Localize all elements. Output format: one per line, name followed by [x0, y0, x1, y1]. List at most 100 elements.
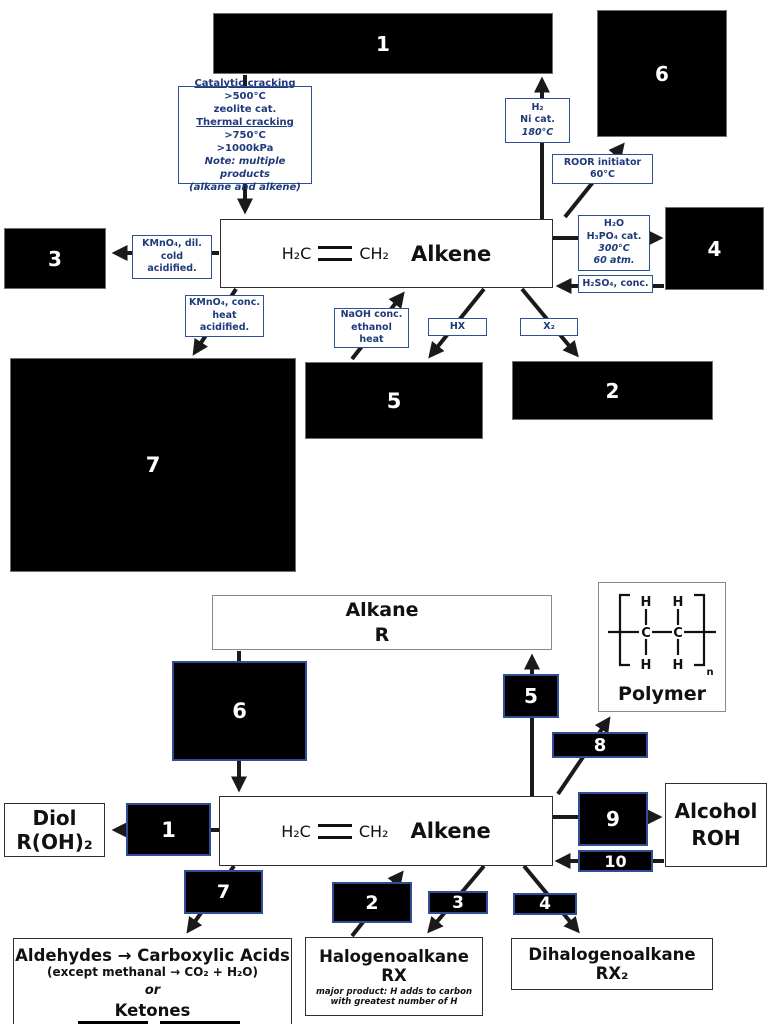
- answer-box-3-top: 3: [4, 228, 106, 289]
- answer-box-7-bottom-number: 7: [216, 881, 231, 903]
- temp-60-text: 60°C: [590, 169, 615, 180]
- ethanol-text: ethanol: [351, 321, 392, 333]
- answer-box-10-bottom: 10: [578, 850, 653, 872]
- answer-box-2-top-number: 2: [605, 378, 620, 403]
- x2-text: X₂: [543, 320, 555, 332]
- note-text-2: (alkane and alkene): [189, 181, 301, 193]
- answer-box-5-bottom: 5: [503, 674, 559, 718]
- answer-box-1-top: 1: [213, 13, 553, 74]
- aldehydes-line2: (except methanal → CO₂ + H₂O): [47, 965, 258, 979]
- h3po4-text: H₃PO₄ cat.: [586, 230, 642, 242]
- major-product-note-1: major product: H adds to carbon: [315, 986, 472, 997]
- answer-box-3-bottom: 3: [428, 891, 488, 914]
- answer-box-7-top: 7: [10, 358, 296, 572]
- answer-box-4-top: 4: [665, 207, 764, 290]
- answer-box-7-bottom: 7: [184, 870, 263, 914]
- catalytic-temp-text: >500°C: [224, 90, 266, 102]
- or-text: or: [144, 983, 161, 998]
- polymer-h-atom: H: [641, 595, 652, 610]
- answer-box-9-bottom-number: 9: [606, 807, 620, 831]
- answer-box-4-bottom: 4: [513, 893, 577, 915]
- diol-title: Diol: [32, 806, 77, 830]
- ch2-text-bottom: CH₂: [358, 821, 389, 841]
- cracking-conditions-label: Catalytic cracking >500°C zeolite cat. T…: [178, 78, 312, 193]
- alkene-title: Alkene: [410, 241, 492, 266]
- roor-initiator-label: ROOR initiator 60°C: [552, 154, 653, 184]
- thermal-cracking-text: Thermal cracking: [196, 116, 294, 128]
- acidified-text: acidified.: [147, 263, 197, 275]
- ch2-text: CH₂: [359, 244, 389, 263]
- alcohol-node: Alcohol ROH: [665, 783, 767, 867]
- alkane-r-text: R: [374, 623, 390, 646]
- alcohol-title: Alcohol: [674, 799, 758, 823]
- x2-label: X₂: [520, 318, 578, 336]
- hx-text: HX: [449, 320, 466, 332]
- answer-box-1-bottom: 1: [126, 803, 211, 856]
- answer-box-4-top-number: 4: [707, 236, 722, 261]
- clipped-answer-box-right: [160, 1021, 240, 1024]
- answer-box-1-top-number: 1: [376, 31, 390, 56]
- answer-box-2-top: 2: [512, 361, 713, 420]
- double-bond-icon: [318, 246, 353, 261]
- kmno4-conc-label: KMnO₄, conc. heat acidified.: [185, 295, 264, 337]
- ethene-formula-bottom: H₂C CH₂ Alkene: [281, 819, 491, 843]
- double-bond-icon-bottom: [317, 823, 352, 839]
- h2o-text: H₂O: [603, 218, 625, 230]
- clipped-answer-box-left: [78, 1021, 148, 1024]
- answer-box-5-top-number: 5: [386, 388, 402, 413]
- heat-text-2: heat: [359, 334, 384, 346]
- dihalogenoalkane-title: Dihalogenoalkane: [528, 945, 696, 964]
- pressure-text: >1000kPa: [216, 142, 274, 154]
- temp-300-text: 300°C: [598, 243, 630, 254]
- halogenoalkane-formula: RX: [381, 965, 407, 985]
- zeolite-cat-text: zeolite cat.: [213, 103, 277, 115]
- answer-box-8-bottom: 8: [552, 732, 648, 758]
- answer-box-5-top: 5: [305, 362, 483, 439]
- ketones-text: Ketones: [114, 1001, 191, 1020]
- alcohol-formula: ROH: [691, 826, 741, 850]
- answer-box-6-bottom: 6: [172, 661, 307, 761]
- note-text: Note: multiple products: [204, 155, 286, 180]
- h2c-text-bottom: H₂C: [281, 821, 311, 841]
- temp-180-text: 180°C: [521, 126, 554, 138]
- polymer-h-atom: H: [641, 658, 652, 673]
- polymer-c-atom: C: [641, 626, 651, 641]
- dihalogenoalkane-formula: RX₂: [595, 964, 629, 983]
- roor-text: ROOR initiator: [563, 156, 642, 168]
- naoh-text: NaOH conc.: [340, 309, 403, 321]
- hx-label: HX: [428, 318, 487, 336]
- aldehydes-ketones-node: Aldehydes → Carboxylic Acids (except met…: [13, 938, 292, 1024]
- polymer-c-atom: C: [673, 626, 683, 641]
- h2so4-text: H₂SO₄, conc.: [582, 277, 649, 289]
- diol-formula: R(OH)₂: [16, 830, 93, 854]
- polymer-h-atom: H: [673, 595, 684, 610]
- major-product-note-2: with greatest number of H: [330, 996, 458, 1007]
- naoh-elimination-label: NaOH conc. ethanol heat: [334, 308, 409, 348]
- polymer-structure-icon: H H C C H H n: [608, 593, 716, 678]
- halogenoalkane-node: Halogenoalkane RX major product: H adds …: [305, 937, 483, 1016]
- alkene-node-top: H₂C CH₂ Alkene: [220, 219, 553, 288]
- alkane-node: Alkane R: [212, 595, 552, 650]
- answer-box-5-bottom-number: 5: [524, 684, 538, 708]
- alkene-title-bottom: Alkene: [410, 819, 491, 843]
- answer-box-2-bottom-number: 2: [365, 891, 379, 914]
- hydrogen-ni-cat-label: H₂ Ni cat. 180°C: [505, 98, 570, 143]
- answer-box-3-top-number: 3: [48, 246, 62, 271]
- cold-text: cold: [160, 250, 184, 262]
- polymer-title: Polymer: [618, 683, 706, 705]
- acidified-text-2: acidified.: [199, 322, 250, 334]
- kmno4-dilute-label: KMnO₄, dil. cold acidified.: [132, 235, 212, 279]
- answer-box-1-bottom-number: 1: [161, 817, 176, 842]
- answer-box-3-bottom-number: 3: [452, 892, 464, 913]
- h2-text: H₂: [531, 101, 544, 113]
- ni-cat-text: Ni cat.: [520, 114, 555, 126]
- kmno4-conc-text: KMnO₄, conc.: [189, 297, 260, 309]
- h2c-text: H₂C: [281, 244, 312, 263]
- halogenoalkane-title: Halogenoalkane: [319, 946, 469, 966]
- catalytic-cracking-text: Catalytic cracking: [194, 77, 296, 89]
- answer-box-4-bottom-number: 4: [539, 894, 551, 914]
- polymer-node: H H C C H H n Polymer: [598, 582, 726, 712]
- atm-text: 60 atm.: [593, 255, 635, 267]
- answer-box-6-top: 6: [597, 10, 727, 137]
